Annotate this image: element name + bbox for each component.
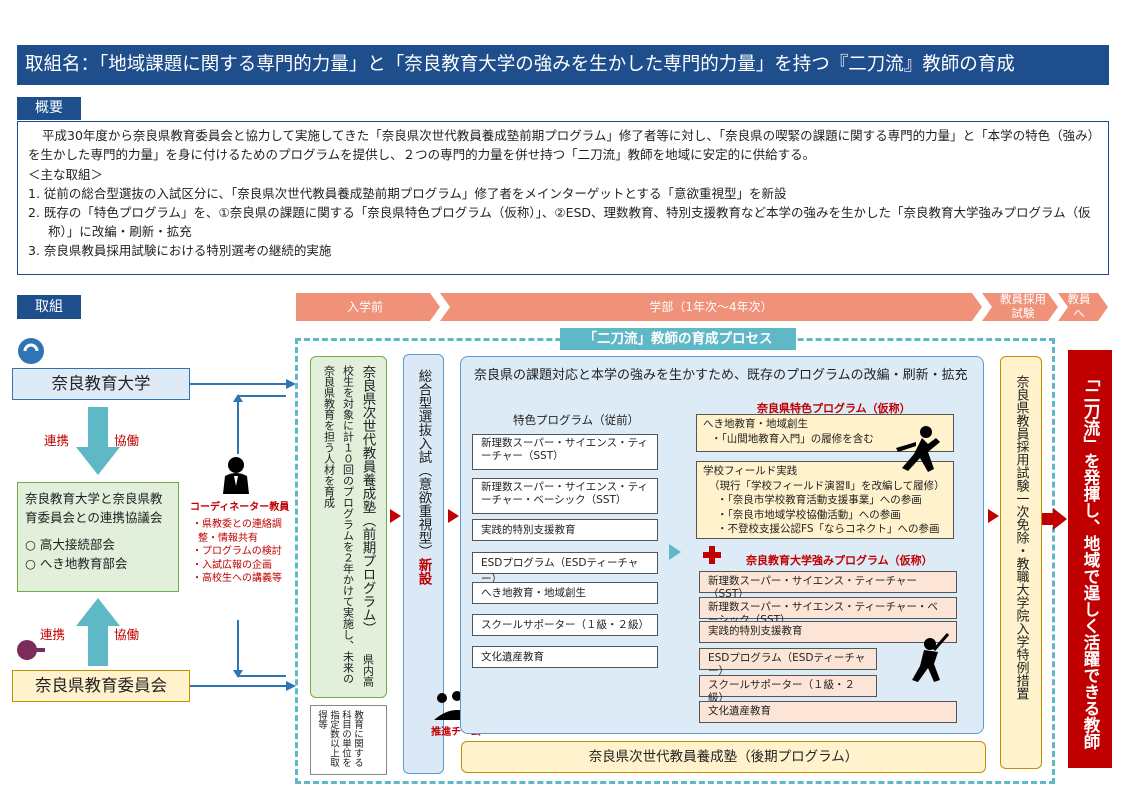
kyodo-label-bottom: 協働 bbox=[114, 627, 140, 642]
council-box: 奈良教育大学と奈良県教育委員会との連携協議会 ○ 高大接続部会 ○ へき地教育部… bbox=[17, 482, 179, 592]
process-title: 「二刀流」教師の育成プロセス bbox=[560, 328, 796, 350]
board-box: 奈良県教育委員会 bbox=[12, 670, 190, 702]
juku-zenki-box: 奈良県次世代教員養成塾（前期プログラム） 県内高校生を対象に計１０回のプログラム… bbox=[310, 356, 387, 698]
red-arrow-icon bbox=[390, 509, 401, 523]
timeline-faculty-label: 学部（1年次～4年次） bbox=[649, 300, 773, 314]
council-item-2: ○ へき地教育部会 bbox=[25, 556, 128, 571]
thick-red-arrow-icon bbox=[1037, 508, 1067, 534]
saiyo-text: 奈良県教員採用試験一次免除・教職大学院入学特例措置 bbox=[1013, 375, 1029, 700]
sogo-new: 新設 bbox=[415, 558, 432, 585]
title-bar: 取組名：「地域課題に関する専門的力量」と「奈良教育大学の強みを生かした専門的力量… bbox=[17, 45, 1109, 85]
page-title: 取組名：「地域課題に関する専門的力量」と「奈良教育大学の強みを生かした専門的力量… bbox=[25, 54, 1015, 75]
tokushoku-item: 実践的特別支援教育 bbox=[472, 519, 658, 541]
coordinator-item: ・入試広報の企画 bbox=[192, 559, 272, 571]
renkei-label-top: 連携 bbox=[44, 433, 70, 448]
tokushoku-item: 新理数スーパー・サイエンス・ティーチャー・ベーシック（SST） bbox=[472, 478, 658, 514]
strength-item: スクールサポーター（１級・２級） bbox=[699, 675, 877, 704]
sogo-title: 総合型選抜入試（意欲重視型） bbox=[415, 369, 432, 558]
pitcher-icon bbox=[894, 424, 946, 478]
timeline-pre-arrow bbox=[296, 293, 440, 321]
blue-arrow-icon bbox=[669, 544, 681, 560]
tokushoku-heading: 特色プログラム（従前） bbox=[513, 413, 640, 427]
coordinator-item: ・高校生への講義等 bbox=[192, 573, 282, 584]
tokushoku-item: へき地教育・地域創生 bbox=[472, 582, 658, 604]
coordinator-title: コーディネーター教員 bbox=[190, 502, 290, 513]
nara-program-box-1: へき地教育・地域創生 ・「山間地教育入門」の履修を含む bbox=[696, 414, 954, 452]
red-arrow-icon bbox=[988, 509, 999, 523]
juku-zenki-title: 奈良県次世代教員養成塾（前期プログラム） bbox=[359, 365, 376, 635]
strength-item: 実践的特別支援教育 bbox=[699, 621, 957, 643]
tokushoku-item: 文化遺産教育 bbox=[472, 646, 658, 668]
timeline-faculty-arrow bbox=[440, 293, 982, 321]
coordinator-icon bbox=[221, 456, 251, 498]
kyodo-label-top: 協働 bbox=[114, 433, 140, 448]
renkei-label-bottom: 連携 bbox=[40, 627, 66, 642]
team-label: 推進チーム bbox=[431, 727, 481, 738]
timeline-arrows bbox=[296, 293, 1108, 321]
coordinator-item: ・県教委との連絡調整・情報共有 bbox=[192, 519, 282, 544]
overview-paragraph: 平成30年度から奈良県教育委員会と協力して実施してきた「奈良県次世代教員養成塾前… bbox=[28, 128, 1094, 162]
batter-icon bbox=[904, 632, 954, 686]
final-banner: 「二刀流」を発揮し、地域で逞しく活躍できる教師 bbox=[1068, 350, 1112, 768]
arrow-down-icon bbox=[76, 407, 120, 475]
tokushoku-item: スクールサポーター（１級・２級） bbox=[472, 614, 658, 636]
reform-title: 奈良県の課題対応と本学の強みを生かすため、既存のプログラムの改編・刷新・拡充 bbox=[474, 368, 968, 383]
nara-program-box-2: 学校フィールド実践 （現行「学校フィールド演習Ⅱ」を改編して履修） ・「奈良市学… bbox=[696, 461, 954, 539]
timeline-teacher-arrow bbox=[1058, 293, 1108, 321]
timeline-exam-arrow bbox=[982, 293, 1058, 321]
tokushoku-item: ESDプログラム（ESDティーチャー） bbox=[472, 552, 658, 585]
final-text: 「二刀流」を発揮し、地域で逞しく活躍できる教師 bbox=[1081, 370, 1100, 750]
strength-item: 新理数スーパー・サイエンス・ティーチャー（SST） bbox=[699, 571, 957, 600]
main-item-2: 2. 既存の「特色プログラム」を、①奈良県の課題に関する「奈良県特色プログラム（… bbox=[28, 205, 1091, 239]
council-item-1: ○ 高大接続部会 bbox=[25, 537, 115, 552]
council-title: 奈良教育大学と奈良県教育委員会との連携協議会 bbox=[25, 491, 163, 525]
strength-item: 文化遺産教育 bbox=[699, 701, 957, 723]
nara-program-heading: 奈良県特色プログラム（仮称） bbox=[757, 402, 911, 415]
strength-program-heading: 奈良教育大学強みプログラム（仮称） bbox=[746, 554, 933, 567]
juku-koki-box: 奈良県次世代教員養成塾（後期プログラム） bbox=[461, 741, 986, 773]
arrow-up-icon bbox=[76, 598, 120, 666]
saiyo-box: 奈良県教員採用試験一次免除・教職大学院入学特例措置 bbox=[1000, 356, 1042, 769]
university-logo-icon bbox=[16, 336, 46, 370]
university-box: 奈良教育大学 bbox=[12, 368, 190, 400]
credit-note-box: 教育に関する科目の単位を指定数以上取得等 bbox=[310, 705, 387, 775]
red-arrow-icon bbox=[448, 509, 459, 523]
main-item-1: 1. 従前の総合型選抜の入試区分に、「奈良県次世代教員養成塾前期プログラム」修了… bbox=[28, 186, 787, 201]
tokushoku-item: 新理数スーパー・サイエンス・ティーチャー（SST） bbox=[472, 434, 658, 470]
sogo-box: 総合型選抜入試（意欲重視型）新設 bbox=[403, 354, 444, 774]
timeline-exam-label: 教員採用試験 bbox=[1000, 292, 1046, 320]
credit-note: 教育に関する科目の単位を指定数以上取得等 bbox=[316, 710, 363, 767]
timeline-pre-label: 入学前 bbox=[346, 300, 383, 314]
main-item-3: 3. 奈良県教員採用試験における特別選考の継続的実施 bbox=[28, 243, 332, 258]
torikumi-label: 取組 bbox=[17, 295, 81, 319]
coordinator-list: ・県教委との連絡調整・情報共有 ・プログラムの検討 ・入試広報の企画 ・高校生へ… bbox=[192, 518, 287, 586]
main-heading: ＜主な取組＞ bbox=[28, 167, 104, 182]
strength-item: 新理数スーパー・サイエンス・ティーチャー・ベーシック（SST） bbox=[699, 597, 957, 626]
connector-lines bbox=[190, 379, 296, 691]
juku-zenki-body: 県内高校生を対象に計１０回のプログラムを２年かけて実施し、未来の奈良県教育を担う… bbox=[322, 365, 375, 687]
overview-label: 概要 bbox=[17, 97, 81, 120]
board-logo-icon bbox=[13, 637, 45, 667]
overview-box: 平成30年度から奈良県教育委員会と協力して実施してきた「奈良県次世代教員養成塾前… bbox=[17, 121, 1109, 275]
strength-item: ESDプログラム（ESDティーチャー） bbox=[699, 648, 877, 677]
plus-icon bbox=[703, 546, 721, 568]
coordinator-item: ・プログラムの検討 bbox=[192, 546, 282, 557]
timeline-teacher-label: 教員へ bbox=[1067, 292, 1091, 320]
